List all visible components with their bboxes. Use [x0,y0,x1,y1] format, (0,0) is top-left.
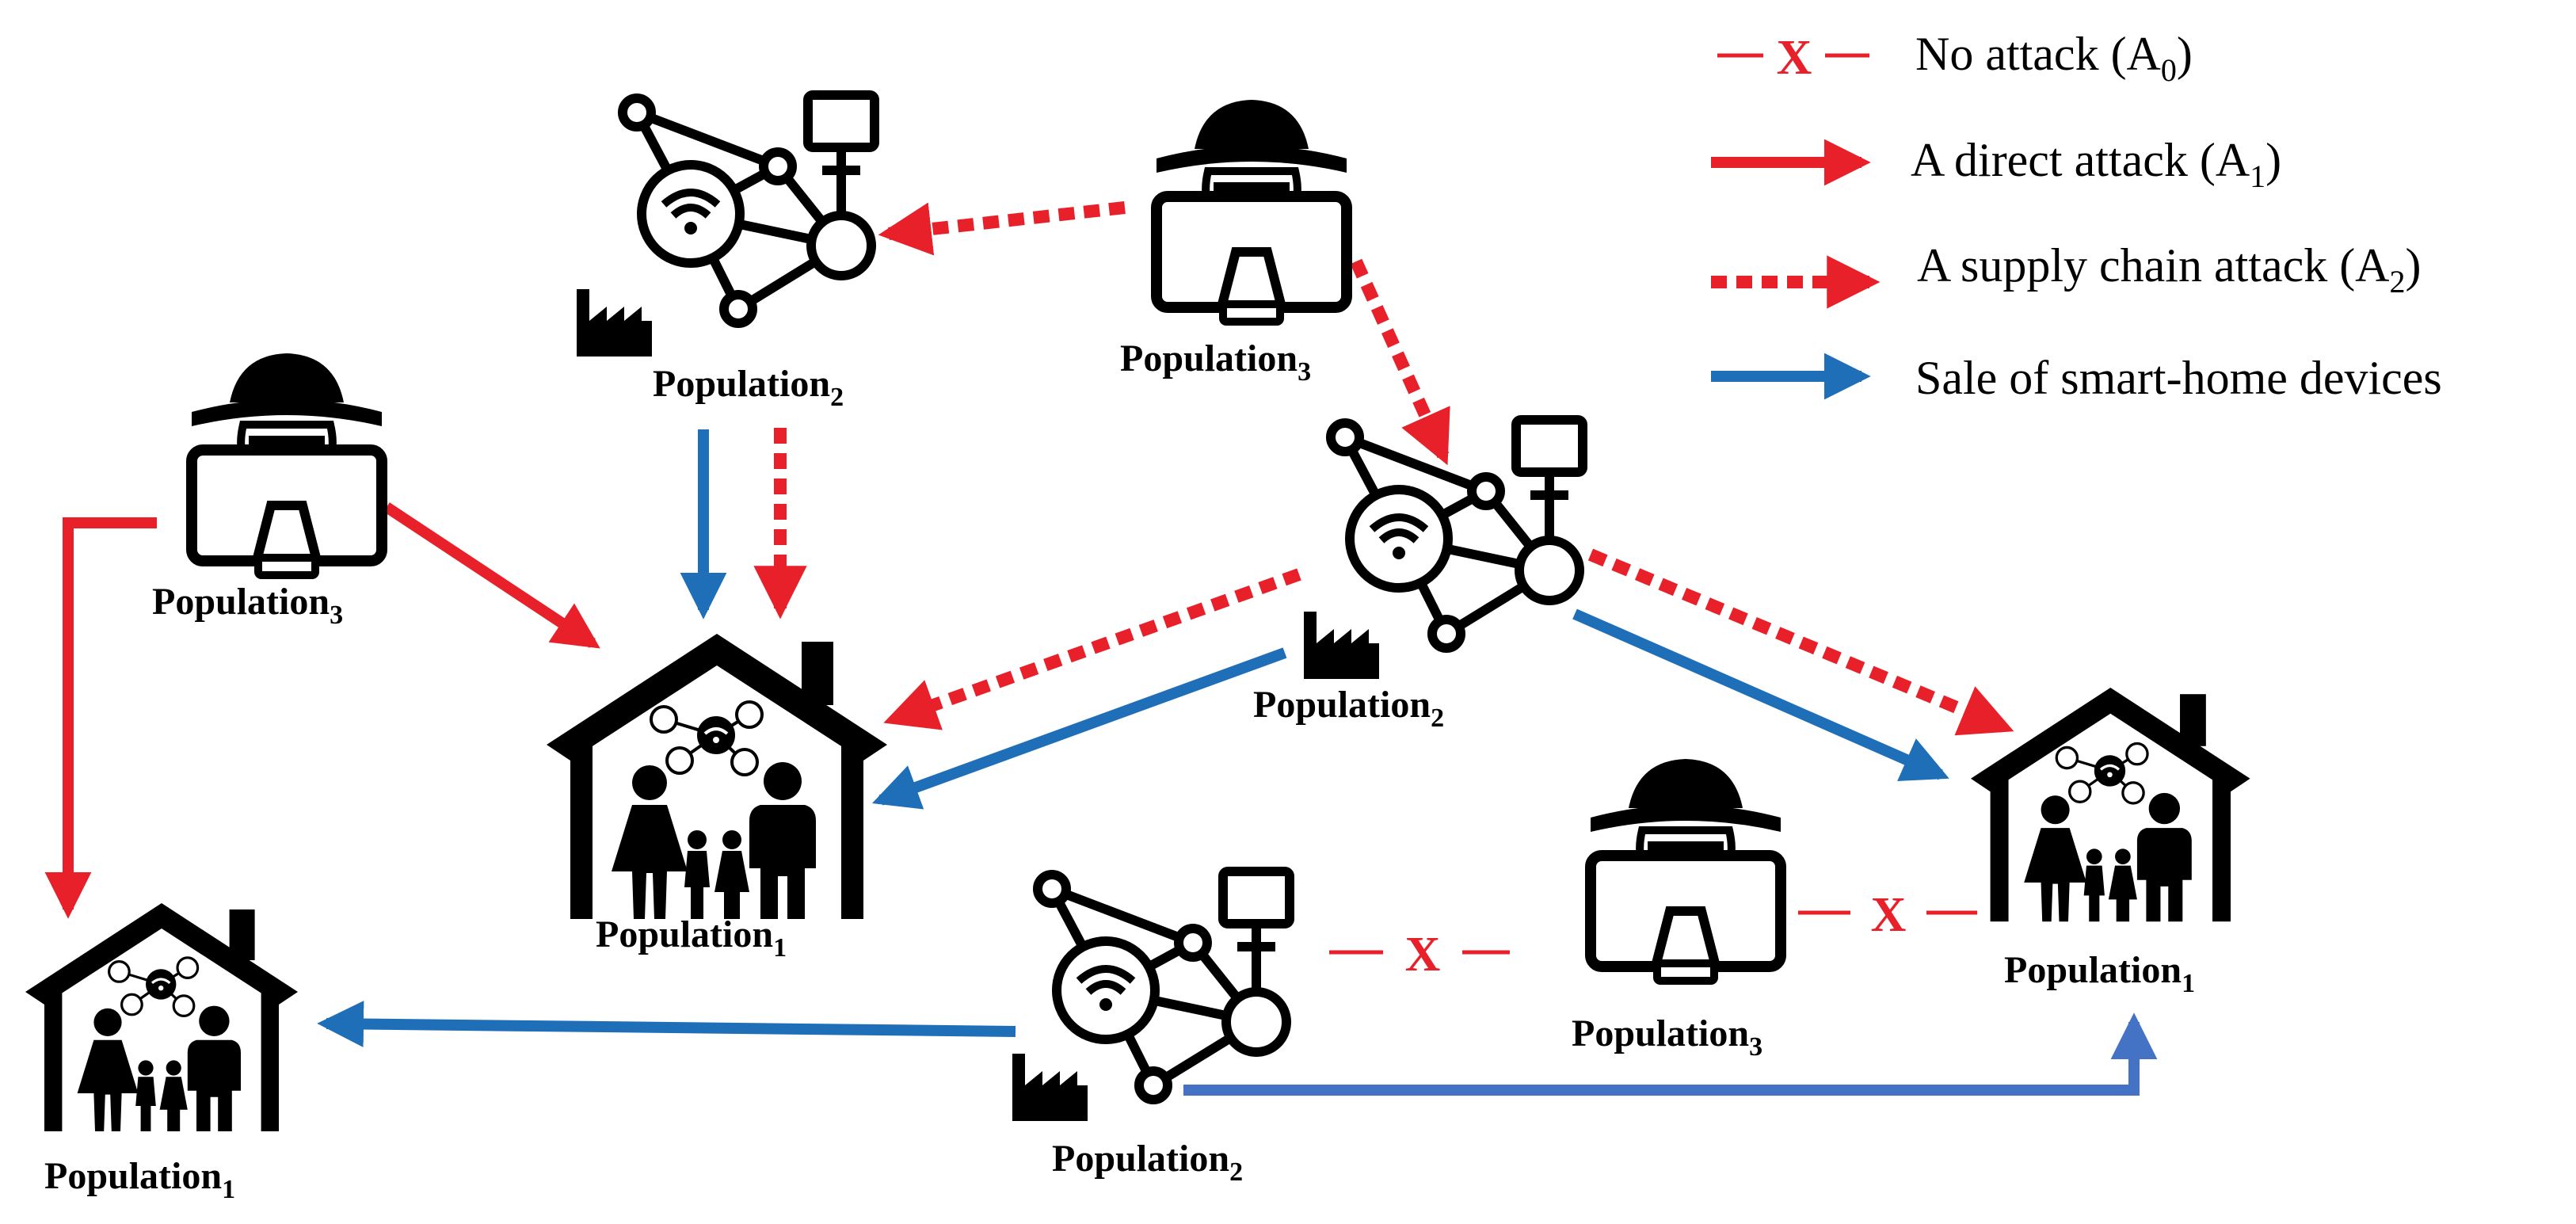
manufacturer-bottom: Population2 [1012,871,1290,1187]
iot-network-icon [1331,420,1583,648]
population-label: Population2 [653,363,844,412]
smart-home-family-icon [545,632,889,921]
manufacturer-center: Population2 [1253,420,1583,733]
population-label: Population3 [1120,337,1311,387]
legend-item-no-attack: X No attack (A0) [1717,28,2193,88]
legend-item-direct-attack: A direct attack (A1) [1711,134,2281,194]
population-label: Population2 [1253,684,1444,733]
iot-network-icon [623,95,875,323]
manufacturer-top-left: Population2 [577,95,875,412]
sale-arrow [1183,1012,2158,1096]
factory-icon [1012,1054,1088,1121]
legend-no-attack-label: No attack (A0) [1915,28,2193,88]
smart-home-family-icon [1969,686,2252,923]
legend-item-sale: Sale of smart-home devices [1711,352,2442,404]
attacker-bottom-right: Population3 [1572,759,1781,1062]
sale-arrow [1572,608,1949,781]
smart-home-bottom-left: Population1 [24,902,299,1204]
no-attack-marker: X [1798,888,1977,942]
legend: X No attack (A0) A direct attack (A1) A … [1711,28,2442,404]
legend-supply-chain-attack-label: A supply chain attack (A2) [1917,239,2422,299]
smart-home-family-icon [24,902,299,1133]
sale-arrow [317,1001,1016,1047]
legend-sale-label: Sale of smart-home devices [1915,352,2442,404]
supply-chain-attack-arrow [883,568,1301,730]
no-attack-marker: X [1329,928,1510,982]
supply-chain-attack-arrow [1587,548,2014,736]
factory-icon [577,289,652,357]
direct-attack-arrow [383,502,600,649]
population-label: Population2 [1052,1138,1243,1187]
supply-chain-attack-arrow [878,201,1126,256]
population-label: Population3 [152,581,343,630]
factory-icon [1304,612,1379,679]
hacker-icon [1157,100,1347,322]
legend-no-attack-symbol: X [1777,31,1812,85]
smart-home-right: Population1 [1969,686,2252,998]
attacker-left: Population3 [152,353,382,630]
population-label: Population1 [596,913,787,963]
population-label: Population1 [44,1155,235,1204]
no-attack-x: X [1405,928,1441,982]
direct-attack-arrow [44,517,157,919]
legend-direct-attack-label: A direct attack (A1) [1911,134,2281,194]
hacker-icon [1591,759,1781,981]
supply-chain-attack-arrow [1350,258,1450,466]
population-label: Population3 [1572,1012,1762,1062]
smart-home-center: Population1 [545,632,889,963]
no-attack-x: X [1871,888,1907,942]
hacker-icon [192,353,382,575]
population-label: Population1 [2004,949,2195,998]
sale-arrow [871,647,1287,810]
attacker-top-center: Population3 [1120,100,1347,387]
legend-item-supply-chain-attack: A supply chain attack (A2) [1711,239,2422,309]
connections: X X [44,201,2158,1096]
iot-network-icon [1038,871,1290,1100]
